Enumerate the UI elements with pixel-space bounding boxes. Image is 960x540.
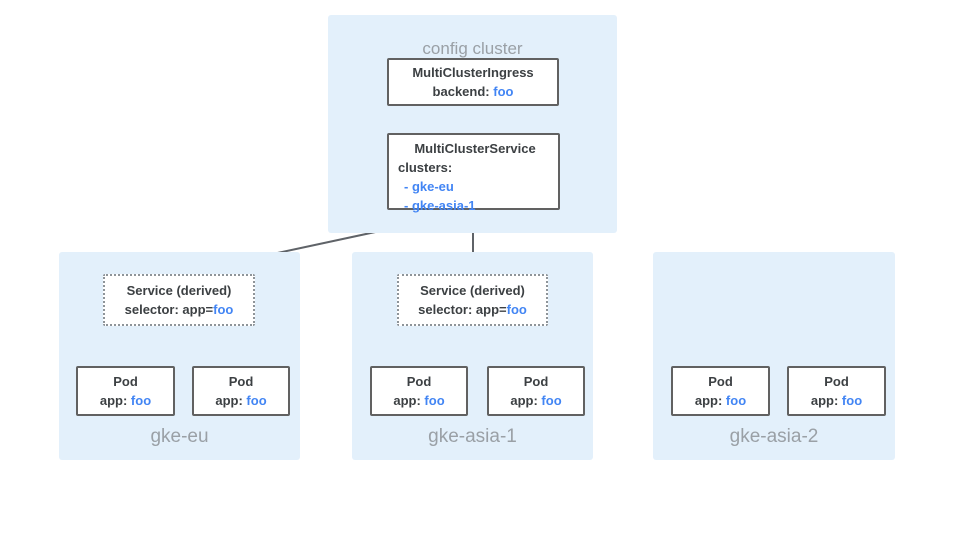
pod-app-value: foo: [541, 393, 562, 408]
service-selector-label: selector: app=: [124, 302, 214, 317]
cluster-label-gke-eu: gke-eu: [150, 426, 209, 447]
pod-box-gke-eu-2: Pod app: foo: [192, 366, 290, 416]
pod-app-line: app: foo: [78, 391, 173, 410]
pod-title: Pod: [824, 374, 849, 389]
pod-box-gke-asia-1-2: Pod app: foo: [487, 366, 585, 416]
derived-service-box-gke-asia-1: Service (derived) selector: app=foo: [397, 274, 548, 326]
mcs-clusters-label: clusters:: [398, 160, 453, 175]
service-selector-value: foo: [213, 302, 234, 317]
service-selector-line: selector: app=foo: [399, 300, 546, 319]
service-selector-line: selector: app=foo: [105, 300, 253, 319]
pod-app-value: foo: [725, 393, 747, 408]
multi-cluster-service-box: MultiClusterService clusters: - gke-eu -…: [387, 133, 560, 213]
config-cluster-label: config cluster: [422, 39, 523, 58]
cluster-label-gke-asia-1: gke-asia-1: [428, 426, 517, 447]
pod-app-line: app: foo: [194, 391, 288, 410]
mci-backend-value: foo: [493, 84, 514, 99]
mcs-cluster-item-gke-eu: - gke-eu: [404, 179, 454, 194]
pod-app-label: app:: [810, 393, 842, 408]
multi-cluster-ingress-box: MultiClusterIngress backend: foo: [387, 58, 559, 106]
pod-app-label: app:: [215, 393, 247, 408]
pod-title: Pod: [406, 374, 432, 389]
mcs-cluster-item-gke-asia-1: - gke-asia-1: [404, 198, 476, 213]
cluster-gke-asia-1-group: Service (derived) selector: app=foo Pod …: [352, 252, 593, 460]
pod-title: Pod: [523, 374, 549, 389]
pod-box-gke-asia-2-1: Pod app: foo: [671, 366, 770, 416]
service-selector-label: selector: app=: [418, 302, 507, 317]
mci-title: MultiClusterIngress: [412, 65, 534, 80]
pod-title: Pod: [113, 374, 138, 389]
mci-backend-line: backend: foo: [389, 82, 557, 101]
pod-box-gke-asia-2-2: Pod app: foo: [787, 366, 886, 416]
pod-title: Pod: [228, 374, 254, 389]
derived-service-box-gke-eu: Service (derived) selector: app=foo: [103, 274, 255, 326]
pod-app-label: app:: [393, 393, 425, 408]
pod-app-value: foo: [130, 393, 152, 408]
pod-app-value: foo: [841, 393, 863, 408]
cluster-label-gke-asia-2: gke-asia-2: [729, 426, 819, 447]
service-selector-value: foo: [506, 302, 527, 317]
config-cluster-group: config cluster MultiClusterIngress backe…: [328, 15, 617, 233]
pod-app-label: app:: [510, 393, 542, 408]
mcs-title: MultiClusterService: [414, 141, 536, 156]
pod-box-gke-asia-1-1: Pod app: foo: [370, 366, 468, 416]
pod-app-line: app: foo: [789, 391, 884, 410]
cluster-gke-asia-2-group: Pod app: foo Pod app: foo gke-asia-2: [653, 252, 895, 460]
service-title: Service (derived): [420, 283, 525, 298]
cluster-gke-eu-group: Service (derived) selector: app=foo Pod …: [59, 252, 300, 460]
mci-backend-label: backend:: [432, 84, 494, 99]
pod-app-value: foo: [246, 393, 267, 408]
pod-app-label: app:: [694, 393, 726, 408]
pod-app-line: app: foo: [489, 391, 583, 410]
pod-app-value: foo: [424, 393, 445, 408]
pod-app-line: app: foo: [372, 391, 466, 410]
pod-app-label: app:: [99, 393, 131, 408]
service-title: Service (derived): [126, 283, 232, 298]
pod-title: Pod: [708, 374, 733, 389]
pod-app-line: app: foo: [673, 391, 768, 410]
pod-box-gke-eu-1: Pod app: foo: [76, 366, 175, 416]
